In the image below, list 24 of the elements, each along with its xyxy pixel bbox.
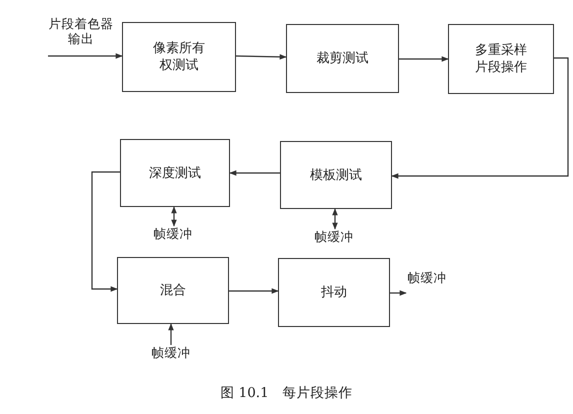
arrow — [399, 56, 449, 62]
arrow — [168, 323, 174, 345]
process-box: 深度测试 — [120, 139, 230, 207]
buffer-label: 帧缓冲 — [406, 270, 448, 285]
process-box: 多重采样片段操作 — [448, 24, 554, 94]
buffer-label: 帧缓冲 — [152, 226, 194, 241]
process-box: 模板测试 — [280, 141, 392, 209]
buffer-label: 帧缓冲 — [314, 229, 354, 244]
process-box: 混合 — [117, 257, 229, 324]
arrow — [390, 290, 407, 296]
arrow — [236, 54, 287, 60]
arrow — [391, 57, 569, 179]
arrow — [229, 288, 279, 294]
arrow — [229, 170, 280, 176]
process-box: 抖动 — [278, 258, 390, 327]
buffer-label: 帧缓冲 — [150, 345, 192, 360]
input-label: 片段着色器输出 — [48, 16, 114, 46]
arrow — [91, 171, 120, 292]
process-box: 像素所有权测试 — [122, 22, 236, 92]
arrow — [332, 208, 338, 230]
arrow — [171, 206, 177, 227]
arrow — [48, 53, 123, 59]
process-box: 裁剪测试 — [286, 24, 399, 93]
figure-caption: 图 10.1 每片段操作 — [219, 384, 354, 402]
